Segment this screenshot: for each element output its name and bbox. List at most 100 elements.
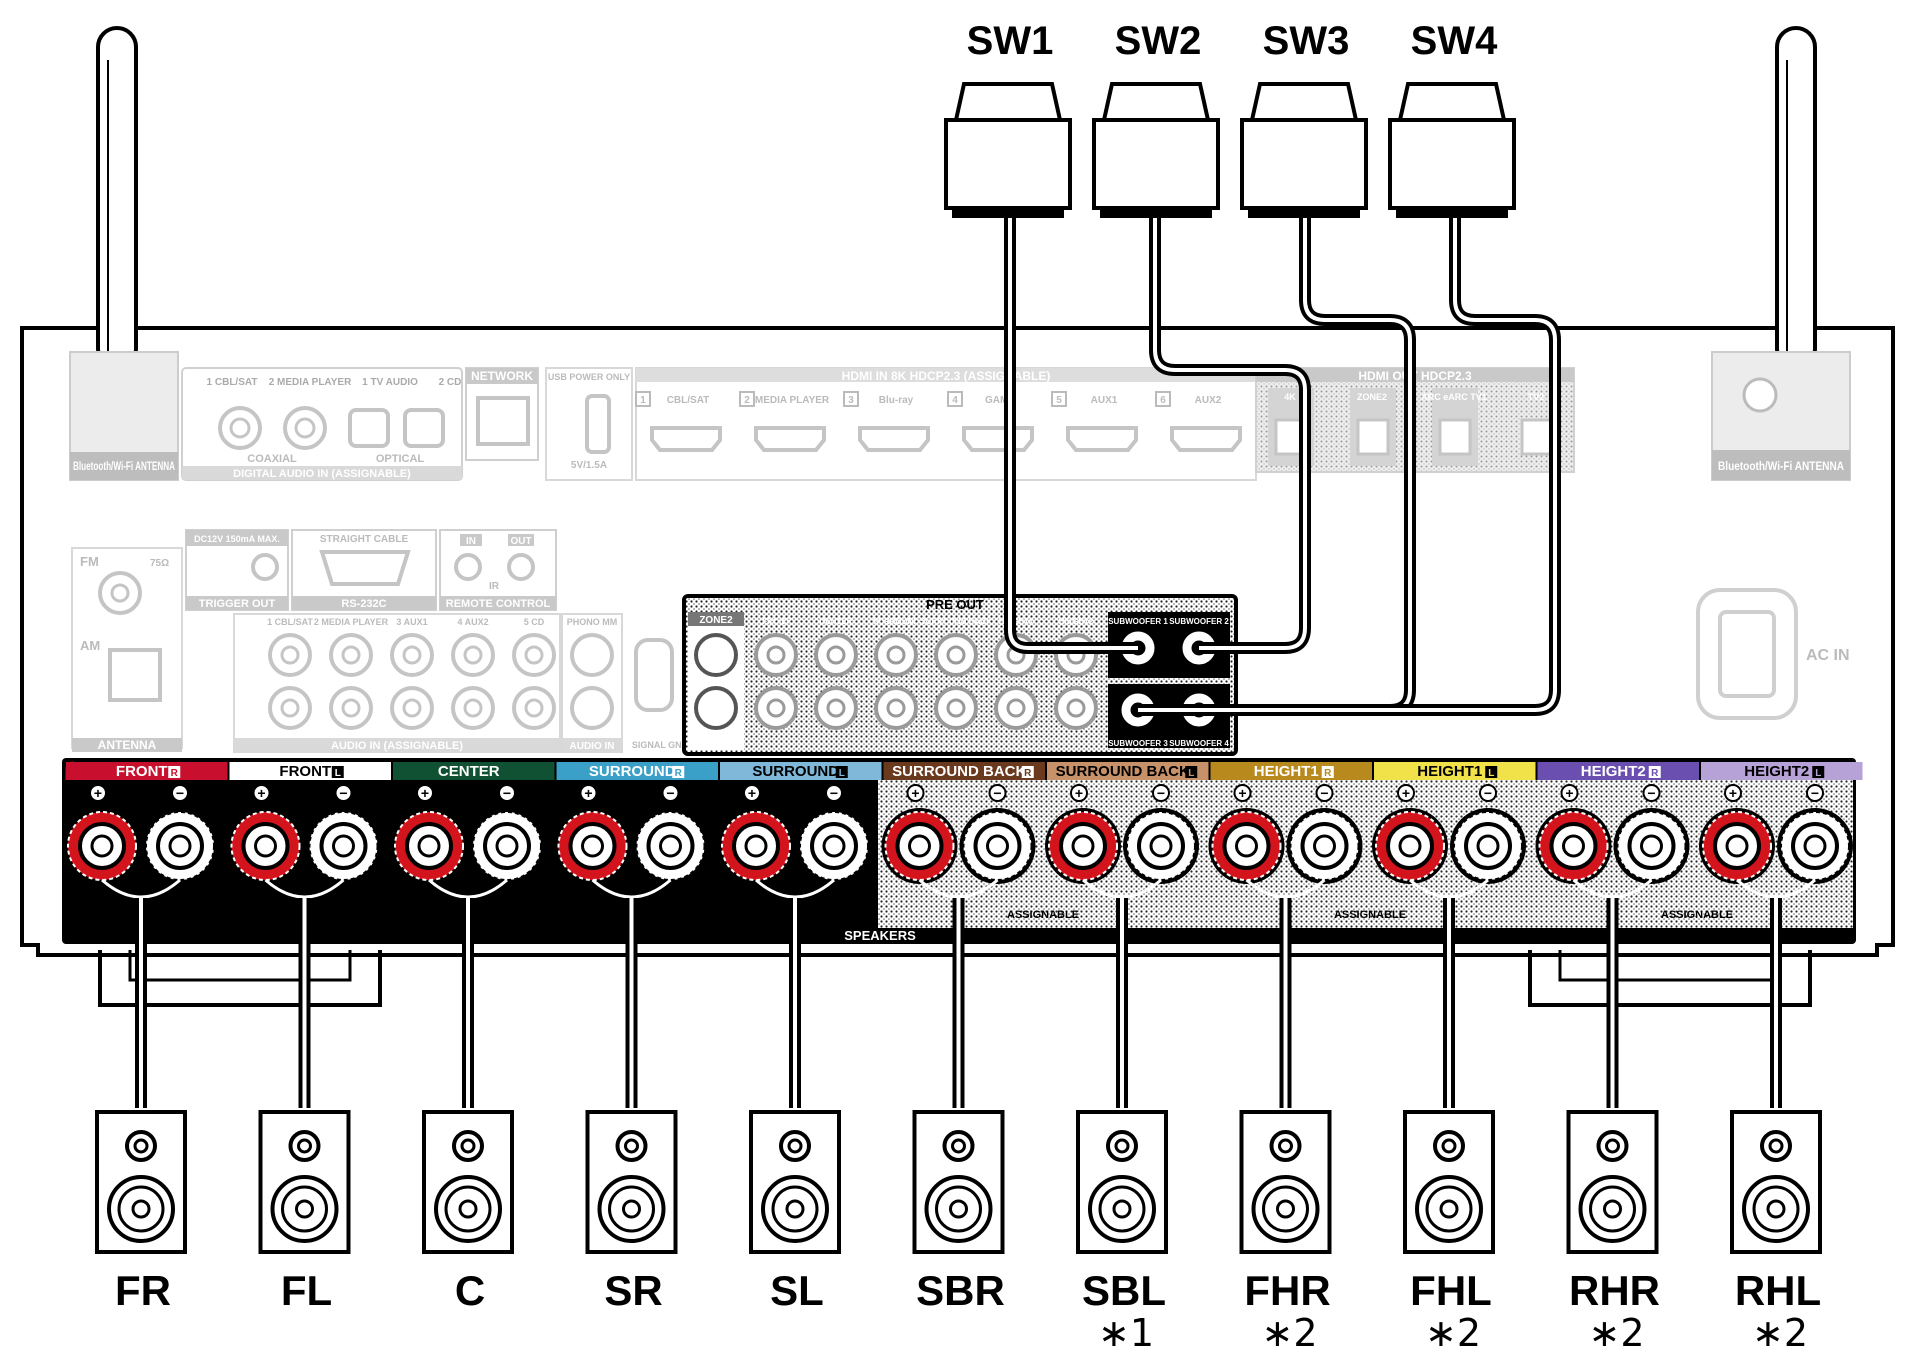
- subwoofer-label: SW4: [1411, 19, 1498, 63]
- remote-control-label: REMOTE CONTROL: [446, 598, 551, 610]
- polarity-symbol: +: [1729, 785, 1737, 801]
- audio-in-label: 1 CBL/SAT: [267, 617, 313, 627]
- wire-loop: [1736, 878, 1816, 899]
- svg-text:L: L: [1188, 768, 1194, 779]
- polarity-symbol: +: [257, 785, 265, 801]
- speaker-label: RHL: [1735, 1267, 1821, 1314]
- plus-icon: [1397, 784, 1415, 802]
- svg-text:R: R: [1024, 768, 1032, 779]
- polarity-symbol: −: [1484, 785, 1492, 801]
- svg-text:R: R: [675, 768, 683, 779]
- polarity-symbol: +: [584, 785, 592, 801]
- remote-out-label: OUT: [510, 536, 531, 547]
- digital-in-3-label: 1 TV AUDIO: [362, 377, 418, 388]
- speaker-c: C: [422, 1110, 514, 1314]
- minus-icon: [334, 784, 353, 802]
- negative-terminal: [1777, 808, 1853, 884]
- signal-gnd-label: SIGNAL GND: [632, 740, 689, 750]
- negative-terminal: [632, 808, 709, 884]
- polarity-symbol: −: [1647, 785, 1655, 801]
- plus-icon: [1724, 784, 1742, 802]
- wire-loop: [918, 878, 999, 899]
- assignable-label-3: ASSIGNABLE: [1661, 909, 1733, 921]
- pre-out-channel-label: SURROUND BACK: [920, 617, 992, 626]
- speaker-label: FL: [281, 1267, 332, 1314]
- pre-out-channel-label: HEIGHT2: [1059, 617, 1094, 626]
- audio-in-jack-pair: 4 AUX2: [451, 617, 495, 730]
- subwoofer-top: [1249, 82, 1359, 122]
- channel-side-badge: R: [1321, 766, 1334, 779]
- polarity-symbol: −: [1811, 785, 1819, 801]
- wire-loop: [264, 878, 345, 899]
- plus-icon: [743, 784, 761, 802]
- svg-text:L: L: [335, 768, 341, 779]
- plus-icon: [416, 784, 434, 802]
- hdmi-out-label: 4K: [1284, 392, 1296, 402]
- speaker-label: SL: [770, 1267, 824, 1314]
- pre-out-jack-pair: SURROUND: [873, 617, 919, 730]
- wire-loop: [101, 878, 181, 899]
- channel-color-band: [229, 762, 391, 780]
- plus-icon: [252, 784, 271, 802]
- channel-color-band: [1047, 762, 1209, 780]
- remote-in-label: IN: [466, 536, 476, 547]
- audio-in-jack-pair: 2 MEDIA PLAYER: [314, 617, 389, 730]
- speaker-rhr: RHR∗2: [1566, 1110, 1660, 1355]
- channel-color-band: [393, 762, 555, 780]
- antenna-right-label: Bluetooth/Wi-Fi ANTENNA: [1718, 459, 1844, 473]
- subwoofer-top: [1397, 82, 1507, 122]
- hdmi-out-label: ZONE2: [1357, 392, 1387, 402]
- am-label: AM: [80, 638, 100, 653]
- subwoofer-label: SW1: [967, 19, 1054, 63]
- phono-label: PHONO MM: [567, 617, 618, 627]
- audio-in-jack-pair: 5 CD: [512, 617, 556, 730]
- channel-label: SURROUND: [752, 763, 839, 780]
- channel-label: HEIGHT2: [1581, 763, 1646, 780]
- optical-label: OPTICAL: [376, 453, 425, 465]
- usb-label: USB POWER ONLY: [548, 372, 630, 382]
- positive-terminal: [718, 808, 794, 884]
- plus-icon: [1560, 784, 1579, 802]
- hdmi-in-label: MEDIA PLAYER: [755, 395, 830, 406]
- audio-in-jack-pair: 3 AUX1: [390, 617, 434, 730]
- hdmi-in-label: AUX1: [1091, 395, 1118, 406]
- hdmi-out-label: TV2: [1528, 392, 1545, 402]
- pre-out-jack-pair: FRONT: [754, 617, 798, 730]
- speaker-sbl: SBL∗1: [1076, 1110, 1168, 1355]
- sub2-label: SUBWOOFER 2: [1169, 617, 1229, 626]
- subwoofer-4: SW4: [1388, 19, 1516, 218]
- audio-in-label: 5 CD: [524, 617, 545, 627]
- subwoofer-top: [953, 82, 1063, 122]
- positive-terminal: [391, 808, 467, 884]
- speaker-footnote: ∗2: [1588, 1311, 1644, 1355]
- coaxial-label: COAXIAL: [247, 453, 297, 465]
- positive-terminal: [1535, 808, 1612, 884]
- speaker-footnote: ∗2: [1752, 1311, 1808, 1355]
- network-label: NETWORK: [471, 369, 533, 383]
- channel-color-band: [66, 762, 228, 780]
- audio-in-label: 2 MEDIA PLAYER: [314, 617, 389, 627]
- polarity-symbol: −: [503, 785, 511, 801]
- straight-cable-label: STRAIGHT CABLE: [320, 534, 409, 545]
- speaker-label: SBR: [916, 1267, 1005, 1314]
- pre-out-jack-pair: CENTER: [814, 617, 858, 730]
- audio-in-label: 3 AUX1: [396, 617, 427, 627]
- pre-out-jack-pair: SURROUND BACK: [920, 617, 992, 730]
- sub1-label: SUBWOOFER 1: [1108, 617, 1168, 626]
- positive-terminal: [64, 808, 140, 884]
- minus-icon: [171, 784, 189, 802]
- minus-icon: [498, 784, 516, 802]
- hdmi-in-title: HDMI IN 8K HDCP2.3 (ASSIGNABLE): [842, 369, 1051, 383]
- polarity-symbol: +: [911, 785, 919, 801]
- speaker-fr: FR: [95, 1110, 187, 1314]
- plus-icon: [89, 784, 107, 802]
